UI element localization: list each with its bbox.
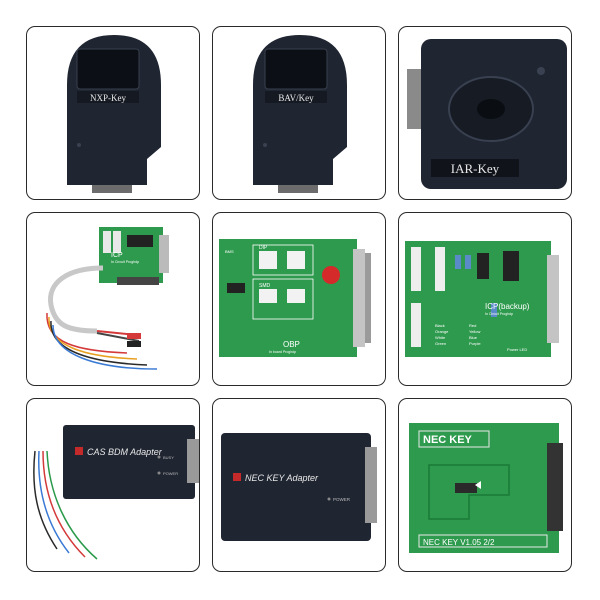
product-icp-board: ICP In Circuit Proghdp (26, 212, 200, 386)
color-left-1: Orange (435, 329, 449, 334)
icp-board-device: ICP In Circuit Proghdp (46, 227, 169, 370)
product-cas-bdm-adapter: CAS BDM Adapter BUSY POWER (26, 398, 200, 572)
cas-power-led: POWER (163, 471, 178, 476)
icp-label: ICP (111, 252, 123, 259)
icp-backup-label: ICP(backup) (485, 302, 530, 311)
cas-bdm-label: CAS BDM Adapter (87, 447, 163, 457)
nec-adapter-label: NEC KEY Adapter (245, 473, 319, 483)
cas-bdm-device: CAS BDM Adapter BUSY POWER (33, 425, 199, 560)
iar-key-device: IAR-Key (407, 39, 567, 189)
nec-key-adapter-device: NEC KEY Adapter POWER (221, 433, 377, 541)
nxp-key-label: NXP-Key (90, 93, 126, 103)
obp-board-device: DIP SMD BMS OBP In board Proghdp (219, 239, 371, 357)
icp-backup-device: ICP(backup) In Circuit Proghdp Black Ora… (405, 241, 559, 357)
product-nxp-key: NXP-Key (26, 26, 200, 200)
obp-bms: BMS (225, 249, 234, 254)
product-obp-board: DIP SMD BMS OBP In board Proghdp (212, 212, 386, 386)
nec-key-board-device: NEC KEY NEC KEY V1.05 2/2 (409, 423, 563, 553)
icp-sub: In Circuit Proghdp (111, 260, 139, 264)
cas-busy-led: BUSY (163, 455, 174, 460)
icp-backup-sub: In Circuit Proghdp (485, 312, 513, 316)
obp-dip: DIP (259, 245, 268, 251)
iar-key-label: IAR-Key (451, 161, 500, 176)
nec-key-label: NEC KEY (423, 434, 473, 446)
power-led-label: Power LED (507, 347, 527, 352)
color-left-0: Black (435, 323, 445, 328)
color-right-1: Yellow (469, 329, 481, 334)
obp-label: OBP (283, 340, 300, 349)
color-right-0: Red (469, 323, 476, 328)
product-iar-key: IAR-Key (398, 26, 572, 200)
color-right-2: Blue (469, 335, 478, 340)
product-bav-key: BAV/Key (212, 26, 386, 200)
obp-smd: SMD (259, 283, 271, 289)
nec-key-version: NEC KEY V1.05 2/2 (423, 538, 495, 547)
nxp-key-device: NXP-Key (67, 35, 161, 193)
bav-key-device: BAV/Key (253, 35, 347, 193)
color-left-3: Green (435, 341, 446, 346)
bav-key-label: BAV/Key (278, 93, 314, 103)
obp-sub: In board Proghdp (269, 350, 296, 354)
color-left-2: White (435, 335, 446, 340)
color-right-3: Purple (469, 341, 481, 346)
product-icp-backup-board: ICP(backup) In Circuit Proghdp Black Ora… (398, 212, 572, 386)
nec-power-led: POWER (333, 497, 351, 502)
product-nec-key-board: NEC KEY NEC KEY V1.05 2/2 (398, 398, 572, 572)
product-nec-key-adapter: NEC KEY Adapter POWER (212, 398, 386, 572)
